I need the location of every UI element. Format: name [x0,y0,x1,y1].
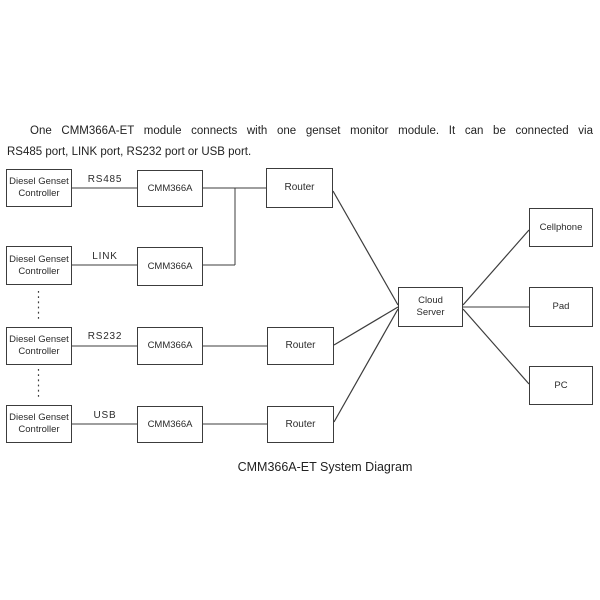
pad-box: Pad [529,287,593,327]
cmm366a-box-3: CMM366A [137,327,203,365]
controller-box-1-label-line2: Controller [18,188,60,199]
controller-box-1-label-line1: Diesel Genset [9,176,69,187]
diagram-caption: CMM366A-ET System Diagram [237,460,413,474]
port-label-rs232: RS232 [87,331,123,342]
cellphone-box: Cellphone [529,208,593,247]
controller-box-2-label-line1: Diesel Genset [9,253,69,265]
router-box-2: Router [267,327,334,365]
port-label-usb: USB [93,410,117,421]
connector-router1-cloud [332,190,399,306]
pc-label: PC [554,379,568,391]
controller-box-1: Diesel Genset Controller [6,169,72,207]
cloud-server-label-line2: Server [416,307,445,318]
cmm366a-box-1-label: CMM366A [147,182,193,194]
cmm366a-box-2: CMM366A [137,247,203,286]
cmm366a-box-4-label: CMM366A [147,418,193,430]
connector-cloud-cellphone [462,229,530,306]
controller-box-3-label-line1: Diesel Genset [9,334,69,345]
port-label-rs485: RS485 [87,174,123,185]
connector-router3-cloud [333,306,399,346]
controller-box-4: Diesel Genset Controller [6,405,72,443]
controller-box-4-label-line1: Diesel Genset [9,412,69,423]
pc-box: PC [529,366,593,405]
port-label-link: LINK [92,251,118,262]
intro-text-line2: RS485 port, LINK port, RS232 port or USB… [7,146,252,158]
cloud-server-box: Cloud Server [398,287,463,327]
controller-box-4-label-line2: Controller [18,424,60,435]
pad-label: Pad [552,301,570,312]
cmm366a-box-4: CMM366A [137,406,203,443]
cmm366a-box-3-label: CMM366A [147,340,193,351]
controller-box-3-label-line2: Controller [18,346,60,357]
connector-cloud-pc [462,308,530,385]
connector-router4-cloud [333,308,399,423]
router-box-2-label: Router [285,340,316,351]
cellphone-label: Cellphone [539,221,583,233]
cmm366a-box-1: CMM366A [137,170,203,207]
controller-box-2: Diesel Genset Controller [6,246,72,285]
controller-box-2-label-line2: Controller [18,265,60,277]
cloud-server-label-line1: Cloud [418,295,443,306]
router-box-3-label: Router [285,418,316,430]
intro-text-line1: One CMM366A-ET module connects with one … [30,125,593,137]
router-box-1: Router [266,168,333,208]
router-box-3: Router [267,406,334,443]
controller-box-3: Diesel Genset Controller [6,327,72,365]
cmm366a-box-2-label: CMM366A [147,260,193,272]
router-box-1-label: Router [284,182,315,193]
